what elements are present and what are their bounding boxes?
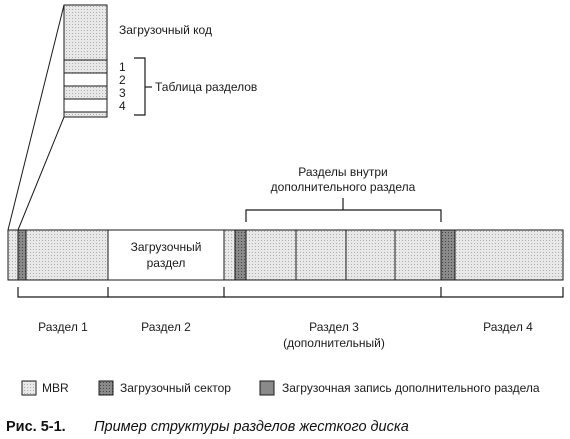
partition-label-3: Раздел 3 <box>309 320 359 334</box>
zoom-line-left <box>7 4 65 231</box>
boot-code-area <box>63 4 108 61</box>
partition-brackets <box>17 287 564 298</box>
zoom-line-right <box>17 116 65 231</box>
legend-swatch-boot-sector <box>98 380 114 396</box>
boot-code-label: Загрузочный код <box>119 23 212 37</box>
partition-bracket-4 <box>441 287 564 298</box>
partition-table-label: Таблица разделов <box>155 80 257 94</box>
disk-logical-drive-4 <box>394 229 442 281</box>
entry-num-3: 3 <box>119 86 126 100</box>
disk-logical-drive-3 <box>345 229 396 281</box>
entry-num-4: 4 <box>119 99 126 113</box>
partition-label-2: Раздел 2 <box>141 320 191 334</box>
boot-partition-label-1: Загрузочный <box>131 240 202 254</box>
disk-ext-boot-record-2 <box>440 229 456 281</box>
disk-bar <box>7 229 564 281</box>
extended-group-label-1: Разделы внутри <box>298 165 388 179</box>
partition-entry-3 <box>63 85 108 100</box>
partition-label-4: Раздел 4 <box>483 320 533 334</box>
boot-partition-label-2: раздел <box>147 256 186 270</box>
partition-bracket-3 <box>224 287 442 298</box>
caption-number: Рис. 5-1. <box>6 419 66 435</box>
partition-bracket-2 <box>108 287 225 298</box>
disk-logical-drive-1 <box>245 229 297 281</box>
mbr-tail <box>63 111 108 118</box>
disk-partition-1 <box>25 229 109 281</box>
entry-num-1: 1 <box>119 60 126 74</box>
disk-ext-boot-record-1 <box>234 229 247 281</box>
legend-label-ext-boot-record: Загрузочная запись дополнительного разде… <box>282 381 540 395</box>
disk-partition-4 <box>454 229 564 281</box>
partition-entry-1 <box>63 59 108 74</box>
entry-num-2: 2 <box>119 73 126 87</box>
disk-partition-2 <box>107 229 225 281</box>
partition-bracket-1 <box>17 287 109 298</box>
extended-group-bracket <box>245 209 442 222</box>
mbr-zoom <box>63 4 108 118</box>
partition-table-bracket <box>134 57 146 116</box>
legend-swatch-ext-boot-record <box>259 380 275 396</box>
partition-entry-4 <box>63 98 108 113</box>
partition-label-3-sub: (дополнительный) <box>283 336 385 350</box>
disk-mbr-segment <box>7 229 19 281</box>
disk-logical-drive-2 <box>295 229 347 281</box>
legend: MBR Загрузочный сектор Загрузочная запис… <box>21 380 540 396</box>
partition-label-1: Раздел 1 <box>38 320 88 334</box>
extended-group-label-2: дополнительного раздела <box>271 180 416 194</box>
legend-swatch-mbr <box>21 380 37 396</box>
disk-boot-sector-1 <box>17 229 27 281</box>
legend-label-mbr: MBR <box>42 381 69 395</box>
caption-text: Пример структуры разделов жесткого диска <box>94 419 409 435</box>
partition-entry-2 <box>63 72 108 87</box>
legend-label-boot-sector: Загрузочный сектор <box>120 381 231 395</box>
disk-ext-partition-start <box>223 229 236 281</box>
